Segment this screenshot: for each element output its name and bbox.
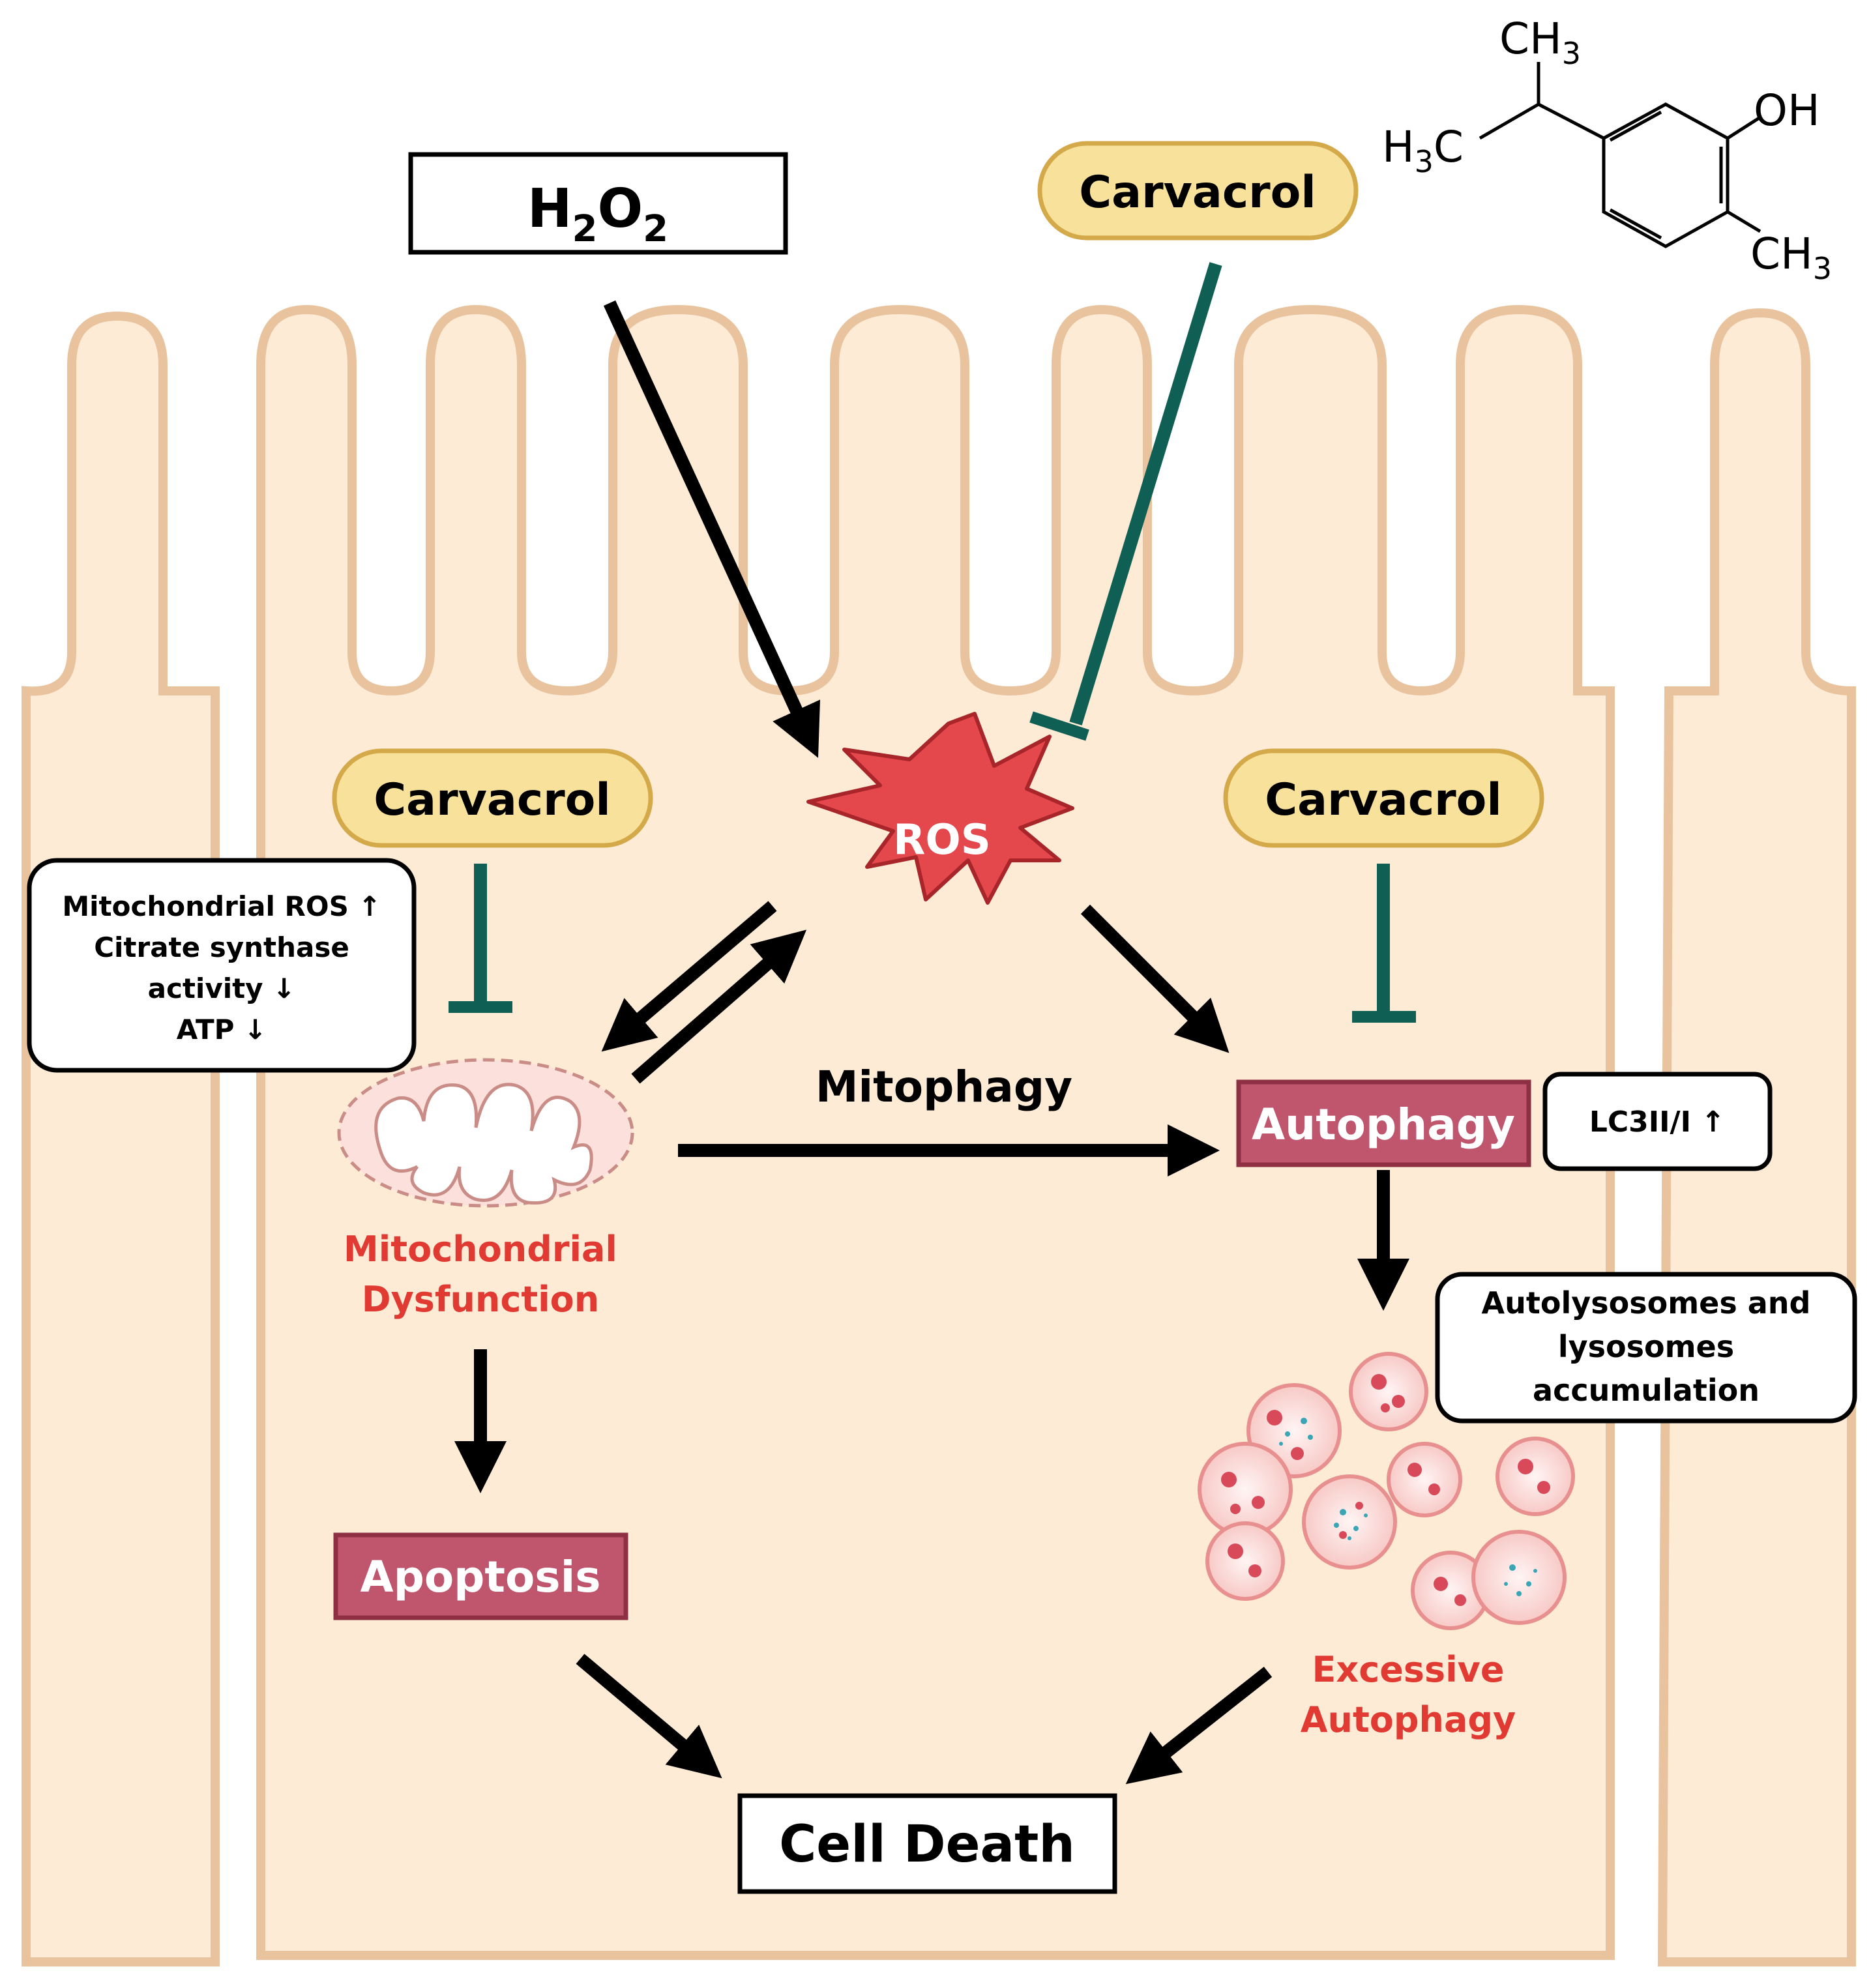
svg-text:activity ↓: activity ↓ [148,972,296,1004]
svg-text:Carvacrol: Carvacrol [1079,167,1316,218]
svg-text:Autophagy: Autophagy [1301,1699,1516,1740]
apoptosis-box: Apoptosis [333,1532,628,1620]
excessive-autophagy-label: Excessive Autophagy [1301,1649,1516,1740]
carvacrol-structure [1479,62,1761,248]
lysosome-speckles [1279,1418,1537,1596]
carvacrol-pill-top: Carvacrol [1037,141,1359,241]
svg-text:Cell Death: Cell Death [779,1815,1075,1874]
lysosome-cluster-icon [1198,1352,1575,1630]
inhibition-right [1352,864,1416,1023]
arrow-ros-to-autophagy [1080,904,1230,1053]
svg-text:Citrate synthase: Citrate synthase [94,931,349,963]
h2o2-box: H2O2 [408,152,788,255]
mito-dysfunction-label: Mitochondrial Dysfunction [344,1229,617,1320]
h2o2-label: H2O2 [527,178,668,250]
arrow-h2o2-to-ros [603,300,821,758]
h3c-label: H3C [1382,122,1464,179]
ros-label: ROS [893,816,991,864]
svg-text:Carvacrol: Carvacrol [374,774,610,826]
lysosome-info-box: Autolysosomes and lysosomes accumulation [1435,1272,1857,1424]
arrow-apoptosis-to-death [576,1654,722,1779]
structure-labels: CH3 OH H3C CH3 [1382,14,1832,286]
lc3-box: LC3II/I ↑ [1542,1072,1773,1171]
svg-text:accumulation: accumulation [1533,1373,1760,1408]
arrow-mito-to-ros [631,929,807,1084]
lysosome-contents [1221,1374,1550,1606]
mitophagy-label: Mitophagy [816,1062,1072,1112]
svg-text:Dysfunction: Dysfunction [362,1279,599,1320]
carvacrol-pill-left: Carvacrol [332,748,653,848]
autophagy-box: Autophagy [1236,1079,1531,1167]
ch3-bottom-label: CH3 [1750,229,1832,286]
left-neighbor-cell [22,311,220,1966]
carvacrol-pill-right: Carvacrol [1223,748,1544,848]
svg-text:Excessive: Excessive [1312,1649,1505,1690]
inhibition-left [449,864,512,1013]
svg-text:Mitochondrial ROS ↑: Mitochondrial ROS ↑ [62,890,381,922]
svg-text:lysosomes: lysosomes [1558,1329,1734,1364]
svg-text:Autolysosomes and: Autolysosomes and [1482,1285,1811,1321]
svg-text:Apoptosis: Apoptosis [361,1552,601,1602]
arrow-excessive-to-death [1125,1667,1273,1785]
svg-text:Autophagy: Autophagy [1252,1100,1515,1150]
svg-text:Carvacrol: Carvacrol [1265,774,1501,826]
svg-text:LC3II/I ↑: LC3II/I ↑ [1589,1105,1725,1139]
mito-info-box: Mitochondrial ROS ↑ Citrate synthase act… [27,858,417,1073]
mitochondrion-icon [337,1058,634,1208]
svg-text:Mitochondrial: Mitochondrial [344,1229,617,1270]
ch3-top-label: CH3 [1499,14,1581,71]
oh-label: OH [1754,85,1820,136]
svg-text:ATP ↓: ATP ↓ [177,1014,267,1045]
ros-burst: ROS [806,712,1074,905]
arrows [454,300,1409,1785]
inhibition-top [1029,262,1222,741]
cell-death-box: Cell Death [737,1793,1117,1894]
arrow-ros-to-mito [601,901,777,1052]
